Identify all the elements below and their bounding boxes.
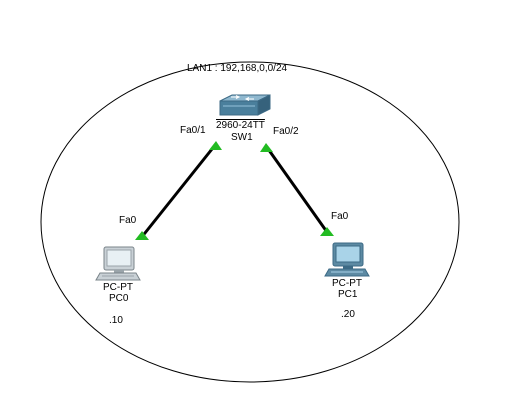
switch-name-label: SW1 bbox=[231, 132, 253, 143]
switch-model-label: 2960-24TT bbox=[216, 120, 265, 131]
port-label-sw1-fa0-1: Fa0/1 bbox=[180, 125, 206, 136]
pc-icon[interactable] bbox=[95, 246, 141, 281]
pc0-name-label: PC0 bbox=[109, 293, 129, 304]
port-label-sw1-fa0-2: Fa0/2 bbox=[273, 126, 299, 137]
pc0-type-label: PC-PT bbox=[103, 282, 133, 293]
switch-icon[interactable] bbox=[219, 94, 271, 116]
link-sw1-pc0[interactable] bbox=[139, 143, 218, 239]
pc-icon[interactable] bbox=[324, 242, 370, 277]
pc0-ip-label: .10 bbox=[109, 315, 123, 326]
link-status-pc0-fa0 bbox=[135, 231, 149, 240]
pc1-name-label: PC1 bbox=[338, 289, 358, 300]
pc1-type-label: PC-PT bbox=[332, 278, 362, 289]
port-label-pc1-fa0: Fa0 bbox=[331, 211, 349, 222]
link-status-pc1-fa0 bbox=[320, 227, 334, 236]
lan-label: LAN1 : 192,168,0,0/24 bbox=[187, 63, 288, 74]
lan-boundary bbox=[40, 61, 460, 383]
link-status-sw1-fa0-2 bbox=[260, 143, 273, 152]
port-label-pc0-fa0: Fa0 bbox=[119, 215, 137, 226]
link-sw1-pc1[interactable] bbox=[264, 145, 329, 233]
link-status-sw1-fa0-1 bbox=[209, 141, 222, 150]
pc1-ip-label: .20 bbox=[341, 309, 355, 320]
